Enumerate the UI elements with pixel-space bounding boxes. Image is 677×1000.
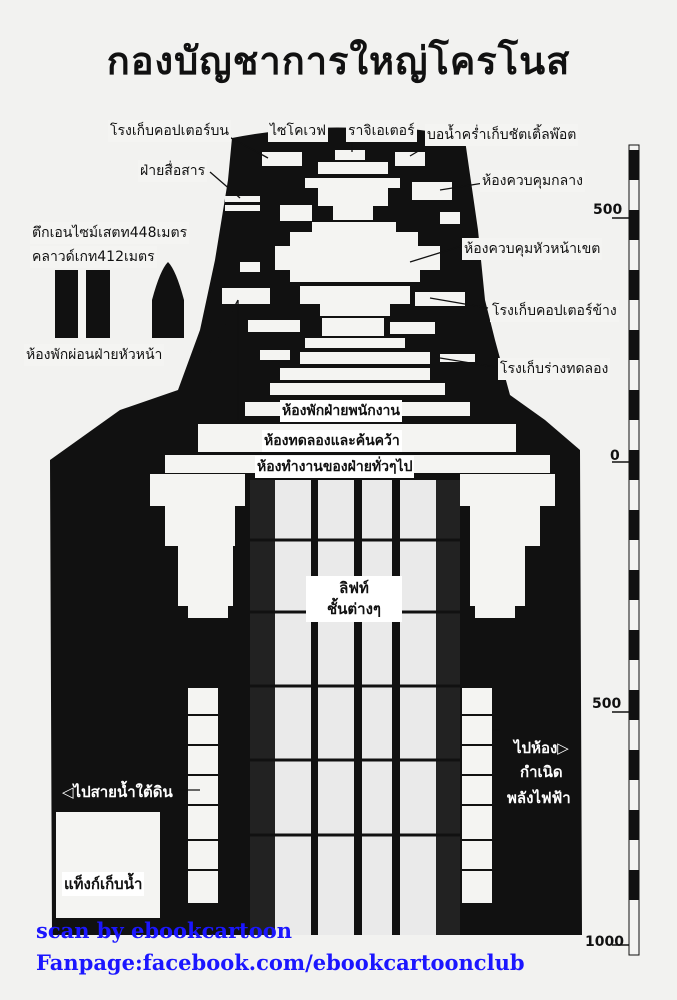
label-shuttle-pod: บอน้ำคร่ำเก็บชัตเติ้ลพ๊อต xyxy=(425,124,579,146)
fanpage-credit: Fanpage:facebook.com/ebookcartoonclub xyxy=(36,950,525,975)
label-radiator: ราจิเอเตอร์ xyxy=(346,120,417,142)
label-central-control: ห้องควบคุมกลาง xyxy=(480,170,585,192)
scale-500-bottom: 500 xyxy=(592,696,622,712)
label-research: ห้องทดลองและค้นคว้า xyxy=(262,430,402,452)
label-copter-side: โรงเก็บคอปเตอร์ข้าง xyxy=(490,300,619,322)
label-generator-2: กำเนิด xyxy=(520,763,563,781)
lift-label-line2: ชั้นต่างๆ xyxy=(327,600,381,618)
label-underground-water: ◁ไปสายน้ำใต้ดิน xyxy=(62,783,173,801)
shaft-dividers xyxy=(311,480,400,935)
page-title: กองบัญชาการใหญ่โครโนส xyxy=(106,39,571,83)
label-copter-upper: โรงเก็บคอปเตอร์บน xyxy=(108,120,231,142)
label-prototype-hangar: โรงเก็บร่างทดลอง xyxy=(498,358,611,380)
label-cloud-gate: คลาวด์เกท412เมตร xyxy=(30,246,157,268)
scale-500-top: 500 xyxy=(593,202,623,218)
lower-side-lines xyxy=(188,714,492,871)
label-microwave: ไซโคเวฟ xyxy=(268,120,328,142)
label-generator-3: พลังไฟฟ้า xyxy=(507,789,571,807)
label-chief-rest: ห้องพักผ่อนฝ่ายหัวหน้า xyxy=(24,344,165,366)
label-generator-1: ไปห้อง▷ xyxy=(514,739,569,757)
lift-label: ลิฟท์ ชั้นต่างๆ xyxy=(306,576,402,622)
label-general-office: ห้องทำงานของฝ่ายทั่วๆไป xyxy=(255,456,415,478)
label-staff-rest: ห้องพักฝ่ายพนักงาน xyxy=(280,400,402,422)
scale-1000: 1000 xyxy=(585,934,624,950)
label-communication: ฝ่ายสื่อสาร xyxy=(138,160,208,182)
scan-credit: scan by ebookcartoon xyxy=(36,918,293,943)
lift-shafts xyxy=(275,480,436,935)
scale-0: 0 xyxy=(610,448,620,464)
label-ensign-tower: ตึกเอนไซม์เสตท448เมตร xyxy=(30,222,190,244)
label-zone-control: ห้องควบคุมหัวหน้าเขต xyxy=(462,238,603,260)
lower-side-structures xyxy=(56,688,492,918)
comparison-towers xyxy=(55,262,184,338)
depth-scale xyxy=(612,144,640,956)
label-water-tank: แท็งก์เก็บน้ำ xyxy=(62,872,145,896)
lift-label-line1: ลิฟท์ xyxy=(339,579,369,597)
